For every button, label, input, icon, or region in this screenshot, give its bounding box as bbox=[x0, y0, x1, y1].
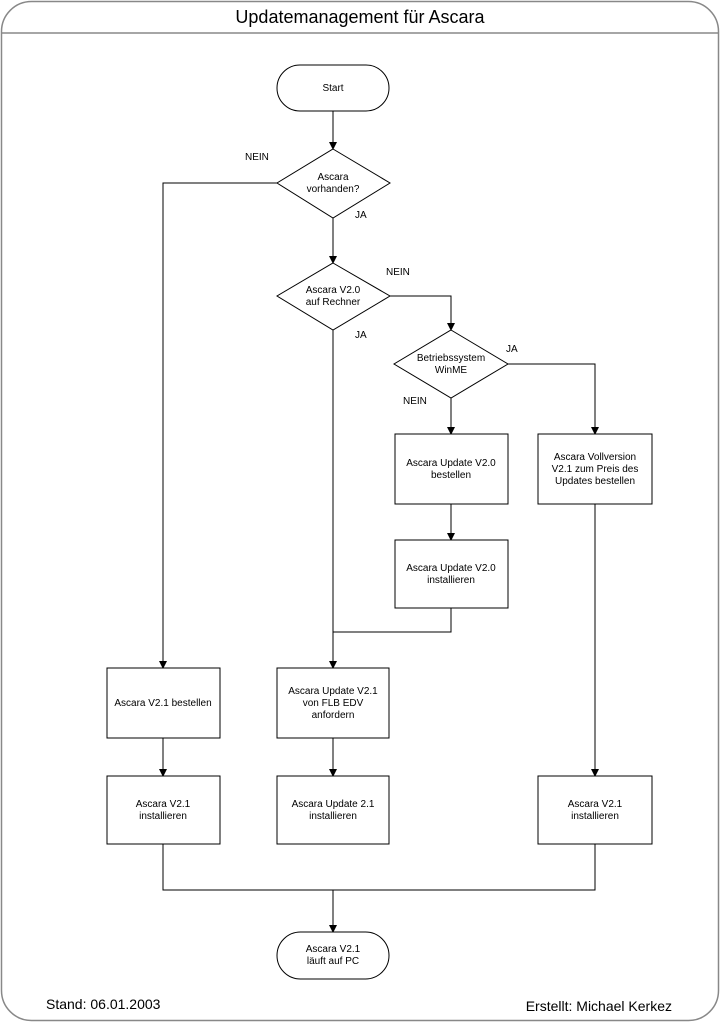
edge-v20-nein bbox=[390, 295, 455, 331]
page-title: Updatemanagement für Ascara bbox=[235, 7, 485, 27]
node-update-v20-bestellen-shape bbox=[394, 433, 509, 505]
node-update-v20-installieren-shape bbox=[394, 539, 509, 609]
edge-v20-installieren-merge bbox=[333, 608, 452, 633]
node-betriebssystem-shape bbox=[393, 329, 509, 399]
node-v20-auf-rechner-shape bbox=[276, 262, 391, 331]
footer-author: Erstellt: Michael Kerkez bbox=[526, 998, 672, 1014]
footer-stand: Stand: 06.01.2003 bbox=[46, 996, 161, 1012]
edge-label-nein-vorhanden: NEIN bbox=[245, 152, 269, 163]
node-start-shape bbox=[276, 64, 390, 112]
edge-label-ja-vorhanden: JA bbox=[355, 210, 367, 221]
node-v21-installieren-right-shape bbox=[537, 775, 653, 845]
edge-winme-ja bbox=[508, 363, 599, 435]
node-end-shape bbox=[276, 931, 390, 980]
node-vollversion-shape bbox=[537, 433, 653, 505]
node-v21-installieren-left-shape bbox=[106, 775, 221, 845]
edge-merge-bottom bbox=[162, 844, 596, 891]
node-v21-bestellen-shape bbox=[106, 667, 221, 739]
node-start-label: Start bbox=[322, 83, 343, 94]
node-ascara-vorhanden-shape bbox=[276, 148, 391, 219]
edge-label-ja-v20: JA bbox=[355, 330, 367, 341]
node-update21-installieren-shape bbox=[276, 775, 390, 845]
edge-label-nein-winme: NEIN bbox=[403, 396, 427, 407]
connectors bbox=[159, 111, 599, 933]
edge-vorhanden-nein bbox=[159, 182, 277, 669]
edge-label-nein-v20: NEIN bbox=[386, 267, 410, 278]
edge-label-ja-winme: JA bbox=[506, 344, 518, 355]
node-update-v21-anfordern-shape bbox=[276, 667, 390, 739]
node-v21-bestellen-label: Ascara V2.1 bestellen bbox=[114, 698, 211, 709]
